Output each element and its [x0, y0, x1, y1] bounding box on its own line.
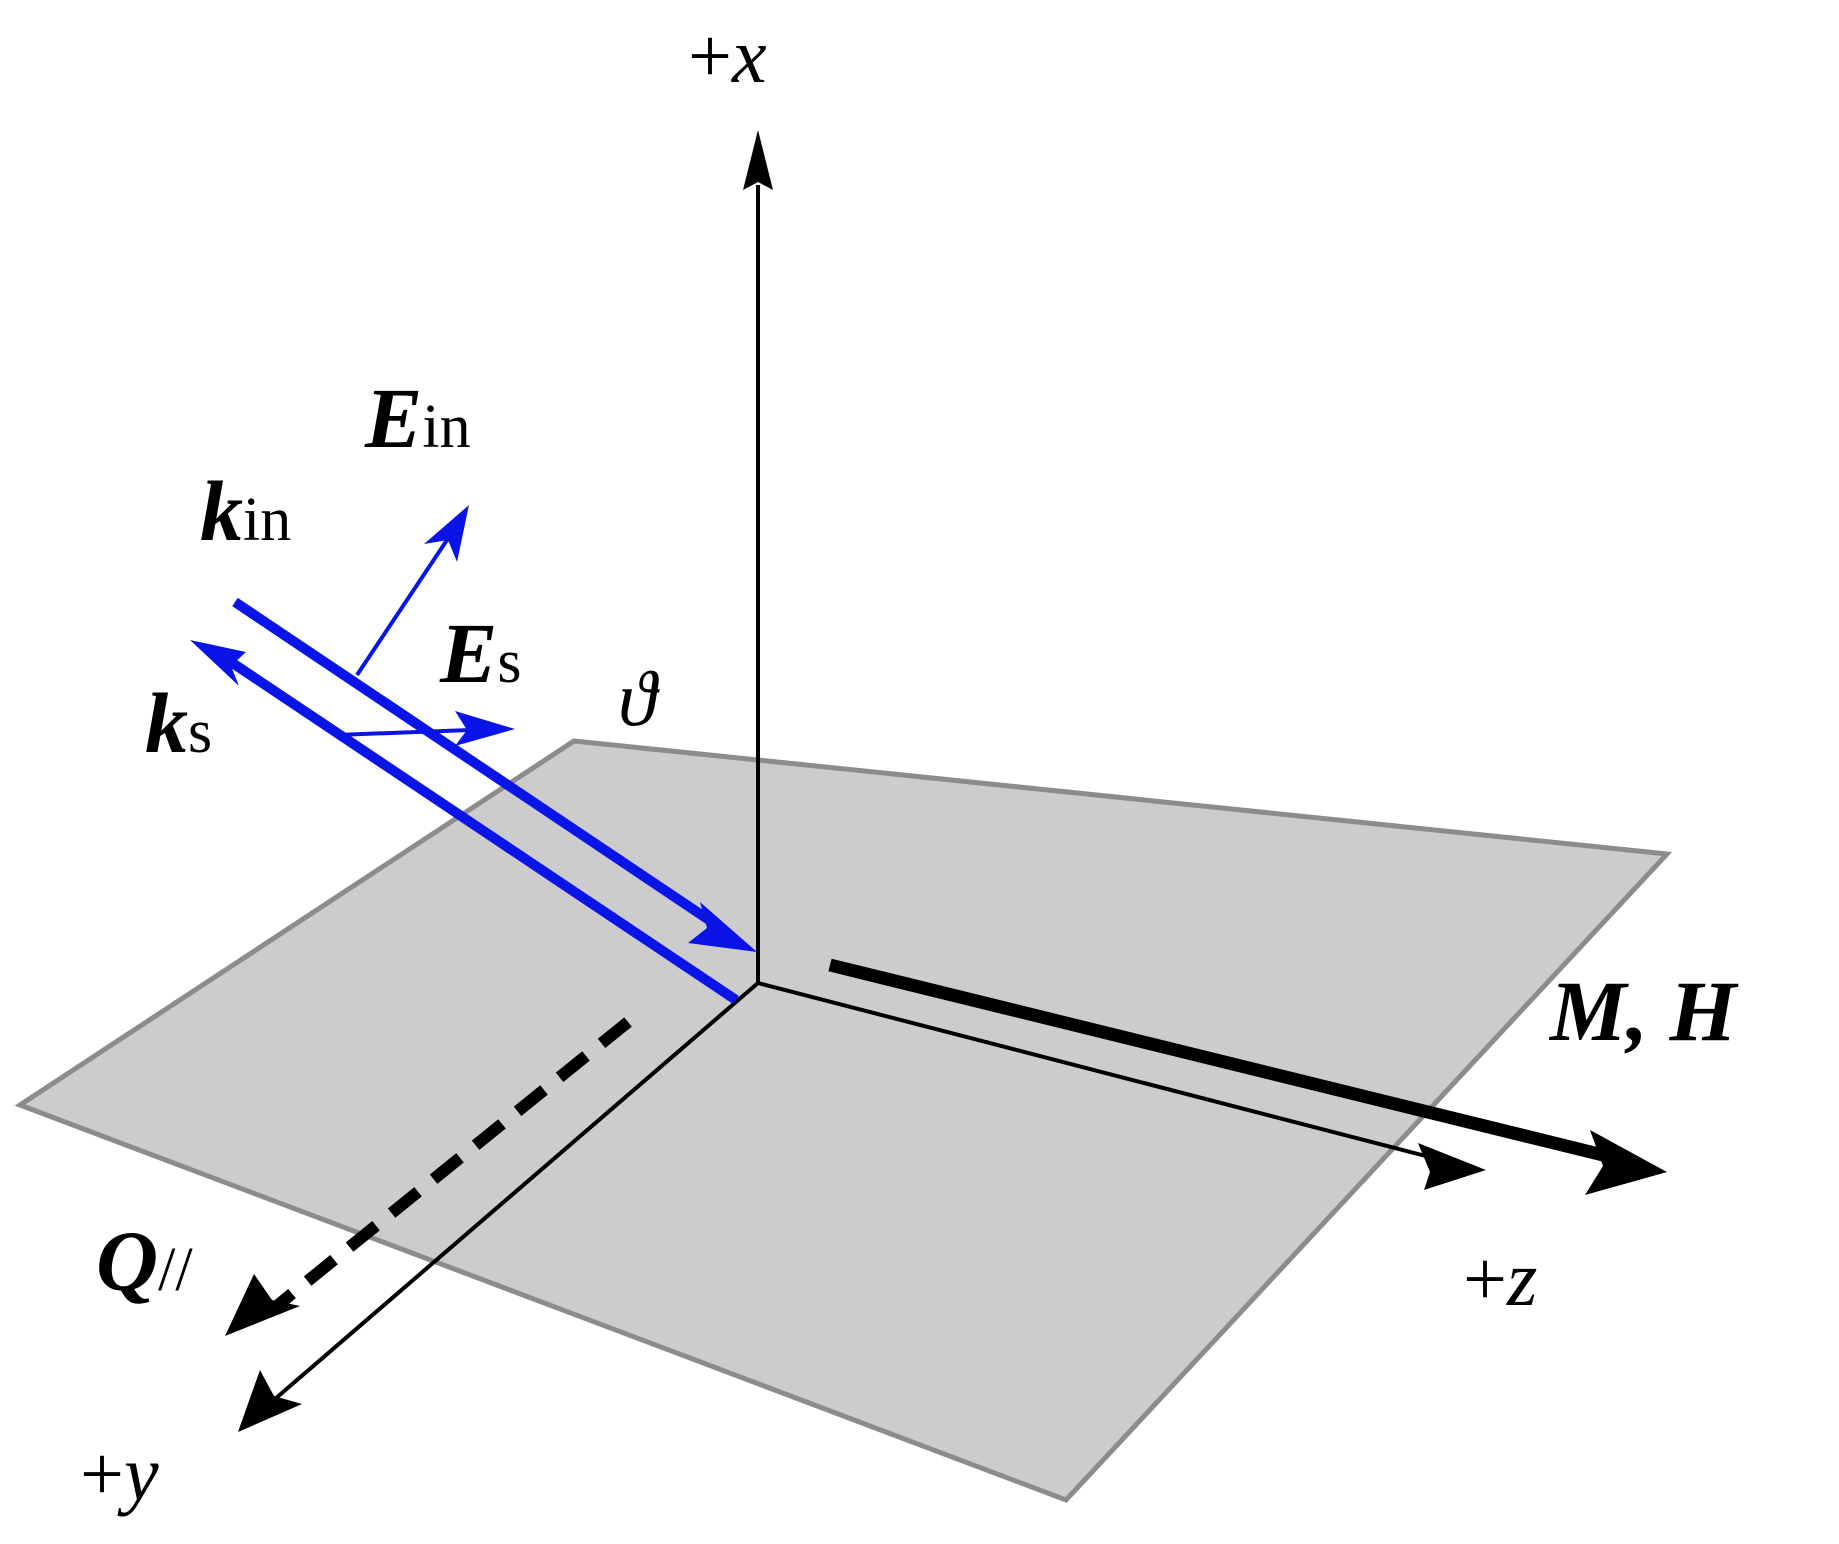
e-in-label-sub: in — [422, 393, 470, 461]
q-label-sub: // — [158, 1236, 193, 1304]
e-in-arrowhead-icon — [424, 505, 469, 562]
z-axis-label: +z — [1463, 1235, 1537, 1322]
x-axis-label: +x — [688, 12, 767, 99]
e-s-label-main: E — [439, 605, 497, 701]
scattered-wavevector — [190, 640, 739, 1005]
magnetization-field-arrow — [828, 958, 1667, 1195]
x-axis-arrowhead-icon — [743, 130, 773, 190]
k-s-label-sub: s — [188, 698, 212, 766]
k-s-label: ks — [145, 675, 212, 771]
z-axis — [757, 981, 1486, 1190]
e-s-polarization-arrow — [336, 711, 515, 746]
incident-wavevector — [232, 597, 757, 952]
y-axis-arrowhead-icon — [238, 1370, 302, 1432]
q-label: Q// — [96, 1213, 193, 1309]
e-s-label: Es — [439, 605, 522, 701]
y-axis-label-text: y — [117, 1430, 159, 1517]
mh-arrowhead-icon — [1585, 1130, 1667, 1195]
k-s-arrowhead-icon — [190, 640, 246, 686]
k-in-arrowhead-icon — [688, 902, 757, 952]
x-axis — [743, 130, 773, 983]
z-axis-label-text: z — [1506, 1235, 1537, 1322]
e-s-arrowhead-icon — [455, 711, 515, 746]
q-label-main: Q — [96, 1213, 158, 1309]
angle-label: ϑ — [618, 655, 660, 742]
e-s-label-sub: s — [497, 628, 521, 696]
k-s-label-main: k — [145, 675, 188, 771]
k-in-label-sub: in — [243, 486, 291, 554]
y-axis — [238, 981, 760, 1432]
k-in-label: kin — [200, 463, 291, 559]
z-axis-arrowhead-icon — [1418, 1143, 1486, 1190]
k-in-label-main: k — [200, 463, 243, 559]
mh-label: M, H — [1548, 963, 1739, 1059]
sample-plane — [14, 738, 1673, 1503]
e-in-label-main: E — [364, 370, 422, 466]
q-arrowhead-icon — [225, 1274, 300, 1336]
e-in-label: Ein — [364, 370, 471, 466]
y-axis-label: +y — [80, 1430, 159, 1517]
q-parallel-arrow — [225, 1017, 632, 1336]
e-in-polarization-arrow — [355, 505, 469, 677]
x-axis-label-text: x — [731, 12, 767, 99]
